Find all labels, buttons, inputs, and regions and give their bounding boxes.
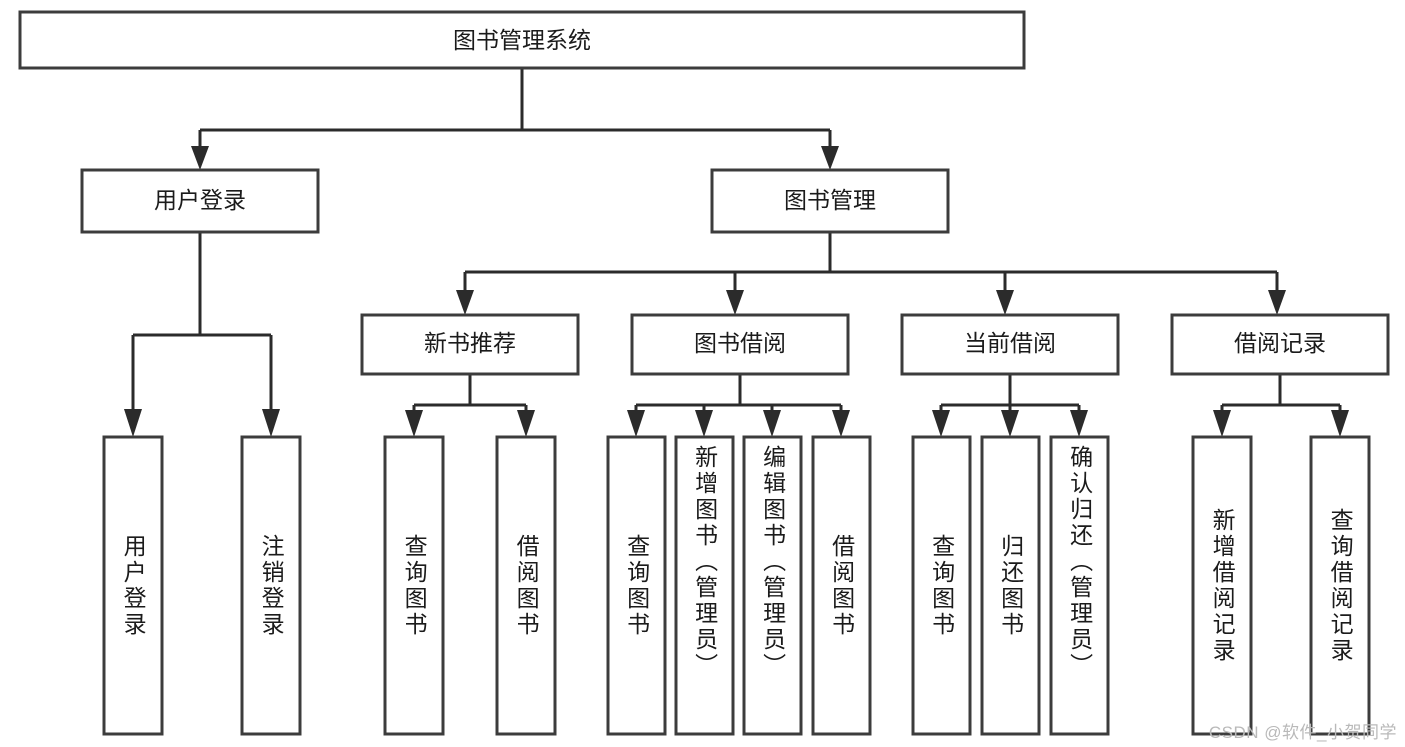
node-new-book-recommend-box[interactable] (360, 313, 580, 376)
arrow-head-current-borrow (996, 290, 1014, 315)
watermark-text: CSDN @软件_小贺同学 (1208, 723, 1397, 742)
node-root[interactable]: 图书管理系统 (18, 10, 1026, 70)
leaf-box-bb-2[interactable] (742, 435, 803, 736)
arrow-head-br-leaf-2 (1331, 410, 1349, 437)
node-borrow-record[interactable]: 借阅记录 (1170, 313, 1390, 376)
arrow-head-cb-leaf-2 (1001, 410, 1019, 437)
node-borrow-record-box[interactable] (1170, 313, 1390, 376)
arrow-head-bb-leaf-4 (832, 410, 850, 437)
node-user-login-box[interactable] (80, 168, 320, 234)
arrow-head-leaf-user-login (124, 409, 142, 437)
node-root-label: 图书管理系统 (453, 27, 591, 53)
arrow-head-cb-leaf-3 (1070, 410, 1088, 437)
leaf-box-nbr-0[interactable] (383, 435, 445, 736)
arrow-head-new-book (456, 290, 474, 315)
arrow-head-bb-leaf-2 (695, 410, 713, 437)
arrow-head-book-borrow (726, 290, 744, 315)
leaf-box-bb-3[interactable] (811, 435, 872, 736)
node-root-box[interactable] (18, 10, 1026, 70)
arrow-head-br-leaf-1 (1213, 410, 1231, 437)
leaf-box-cb-0[interactable] (911, 435, 972, 736)
node-book-borrow[interactable]: 图书借阅 (630, 313, 850, 376)
node-borrow-record-label: 借阅记录 (1234, 330, 1326, 356)
arrow-head-bb-leaf-3 (763, 410, 781, 437)
node-book-borrow-box[interactable] (630, 313, 850, 376)
arrow-head-bb-leaf-1 (627, 410, 645, 437)
arrow-head-cb-leaf-1 (932, 410, 950, 437)
node-book-borrow-label: 图书借阅 (694, 330, 786, 356)
leaf-box-user-login-0[interactable] (102, 435, 164, 736)
node-book-manage-label: 图书管理 (784, 187, 876, 213)
node-book-manage-box[interactable] (710, 168, 950, 234)
arrow-head-nbr-leaf-2 (517, 410, 535, 437)
leaf-box-nbr-1[interactable] (495, 435, 557, 736)
arrow-head-user-login (191, 146, 209, 170)
leaf-box-br-0[interactable] (1191, 435, 1253, 736)
arrow-head-borrow-record (1268, 290, 1286, 315)
node-current-borrow-box[interactable] (900, 313, 1120, 376)
leaf-box-bb-0[interactable] (606, 435, 667, 736)
node-current-borrow-label: 当前借阅 (964, 330, 1056, 356)
node-user-login-label: 用户登录 (154, 187, 246, 213)
leaf-box-bb-1[interactable] (674, 435, 735, 736)
arrow-head-leaf-logout (262, 409, 280, 437)
leaf-box-user-login-1[interactable] (240, 435, 302, 736)
leaf-box-cb-1[interactable] (980, 435, 1041, 736)
leaf-box-br-1[interactable] (1309, 435, 1371, 736)
node-current-borrow[interactable]: 当前借阅 (900, 313, 1120, 376)
node-book-manage[interactable]: 图书管理 (710, 168, 950, 234)
arrow-head-book-manage (821, 146, 839, 170)
node-user-login[interactable]: 用户登录 (80, 168, 320, 234)
connector-group (124, 68, 1349, 437)
node-new-book-recommend-label: 新书推荐 (424, 330, 516, 356)
node-new-book-recommend[interactable]: 新书推荐 (360, 313, 580, 376)
arrow-head-nbr-leaf-1 (405, 410, 423, 437)
leaf-box-cb-2[interactable] (1049, 435, 1110, 736)
